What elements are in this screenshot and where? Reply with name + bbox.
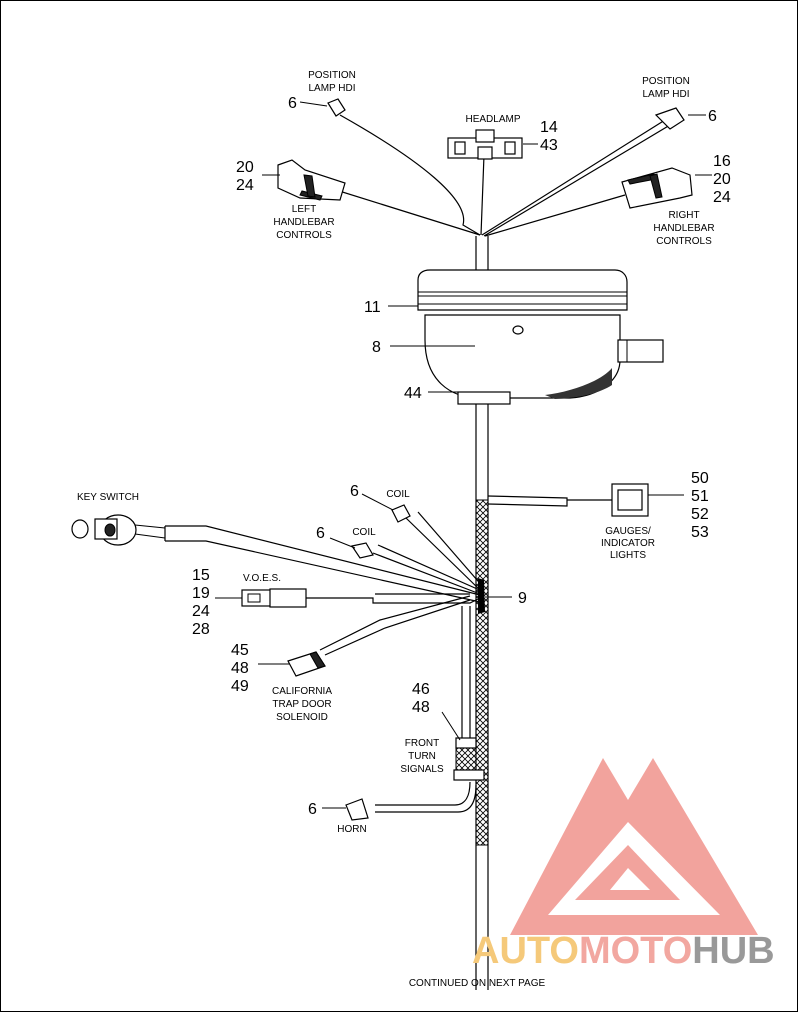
left-controls-line1: LEFT <box>292 204 316 215</box>
voes-connector-icon <box>241 588 307 608</box>
left-handlebar-controls-connector-icon <box>277 159 346 201</box>
coil-upper-connector-icon <box>391 504 411 523</box>
gauges-line3: LIGHTS <box>610 550 646 561</box>
callout-horn: 6 <box>308 801 317 818</box>
watermark-text-a: AUTO <box>472 930 579 972</box>
callout-california-1: 45 <box>231 642 249 659</box>
headlamp-connector-icon <box>447 129 523 160</box>
callout-right-controls-3: 24 <box>713 189 731 206</box>
callout-right-controls-2: 20 <box>713 171 731 188</box>
callout-left-controls-2: 24 <box>236 177 254 194</box>
pos-lamp-left-line1: POSITION <box>308 70 356 81</box>
key-switch-label: KEY SWITCH <box>77 492 139 503</box>
callout-coil-lower: 6 <box>316 525 325 542</box>
california-solenoid-connector-icon <box>287 651 326 677</box>
front-turn-signals-connector-icon <box>453 737 485 781</box>
callout-nacelle-top: 11 <box>364 299 381 316</box>
right-controls-line2: HANDLEBAR <box>653 223 714 234</box>
front-turn-line2: TURN <box>408 751 436 762</box>
horn-connector-icon <box>345 798 369 821</box>
gauges-indicator-connector-icon <box>611 483 649 517</box>
right-handlebar-controls-connector-icon <box>621 167 693 209</box>
key-switch-icon <box>71 514 166 546</box>
svg-text:AUTOMOTOHUB: AUTOMOTOHUB <box>472 930 775 972</box>
callout-front-turn-2: 48 <box>412 699 430 716</box>
pos-lamp-right-line1: POSITION <box>642 76 690 87</box>
left-controls-line3: CONTROLS <box>276 230 332 241</box>
right-controls-line1: RIGHT <box>668 210 699 221</box>
callout-gauges-4: 53 <box>691 524 709 541</box>
left-controls-line2: HANDLEBAR <box>273 217 334 228</box>
callout-headlamp-1: 14 <box>540 119 558 136</box>
gauges-line2: INDICATOR <box>601 538 655 549</box>
watermark-text-c: HUB <box>692 930 774 972</box>
callout-voes-3: 24 <box>192 603 210 620</box>
leader-lines <box>215 101 712 809</box>
coil-lower-label: COIL <box>352 527 376 538</box>
callout-gauges-1: 50 <box>691 470 709 487</box>
wire-harness <box>164 114 671 990</box>
front-turn-line3: SIGNALS <box>400 764 444 775</box>
right-controls-line3: CONTROLS <box>656 236 712 247</box>
right-position-lamp-connector-icon <box>654 107 685 130</box>
callout-numbers: 6 6 14 43 20 24 16 20 24 11 8 44 6 6 50 … <box>192 95 731 818</box>
california-line1: CALIFORNIA <box>272 686 332 697</box>
voes-label: V.O.E.S. <box>243 573 281 584</box>
callout-gauges-3: 52 <box>691 506 709 523</box>
continued-note: CONTINUED ON NEXT PAGE <box>409 978 546 989</box>
callout-right-controls-1: 16 <box>713 153 731 170</box>
callout-nacelle-bottom: 44 <box>404 385 422 402</box>
callout-voes-1: 15 <box>192 567 210 584</box>
callout-left-controls-1: 20 <box>236 159 254 176</box>
pos-lamp-left-line2: LAMP HDI <box>308 83 355 94</box>
component-labels: POSITION LAMP HDI POSITION LAMP HDI HEAD… <box>77 70 715 989</box>
callout-nacelle-body: 8 <box>372 339 381 356</box>
callout-pos-lamp-left: 6 <box>288 95 297 112</box>
coil-lower-connector-icon <box>351 542 374 559</box>
california-line2: TRAP DOOR <box>272 699 331 710</box>
callout-california-2: 48 <box>231 660 249 677</box>
callout-voes-2: 19 <box>192 585 210 602</box>
callout-voes-4: 28 <box>192 621 210 638</box>
headlamp-label: HEADLAMP <box>465 114 520 125</box>
horn-label: HORN <box>337 824 366 835</box>
callout-coil-upper: 6 <box>350 483 359 500</box>
watermark-logo-icon <box>510 758 758 935</box>
callout-california-3: 49 <box>231 678 249 695</box>
left-position-lamp-connector-icon <box>327 98 346 117</box>
watermark-text: AUTOMOTOHUB <box>472 930 775 972</box>
california-line3: SOLENOID <box>276 712 328 723</box>
watermark-text-b: MOTO <box>579 930 692 972</box>
callout-junction: 9 <box>518 590 527 607</box>
coil-upper-label: COIL <box>386 489 410 500</box>
gauges-line1: GAUGES/ <box>605 526 651 537</box>
pos-lamp-right-line2: LAMP HDI <box>642 89 689 100</box>
callout-headlamp-2: 43 <box>540 137 558 154</box>
headlamp-nacelle-icon <box>417 269 664 405</box>
callout-front-turn-1: 46 <box>412 681 430 698</box>
callout-gauges-2: 51 <box>691 488 709 505</box>
front-turn-line1: FRONT <box>405 738 439 749</box>
callout-pos-lamp-right: 6 <box>708 108 717 125</box>
